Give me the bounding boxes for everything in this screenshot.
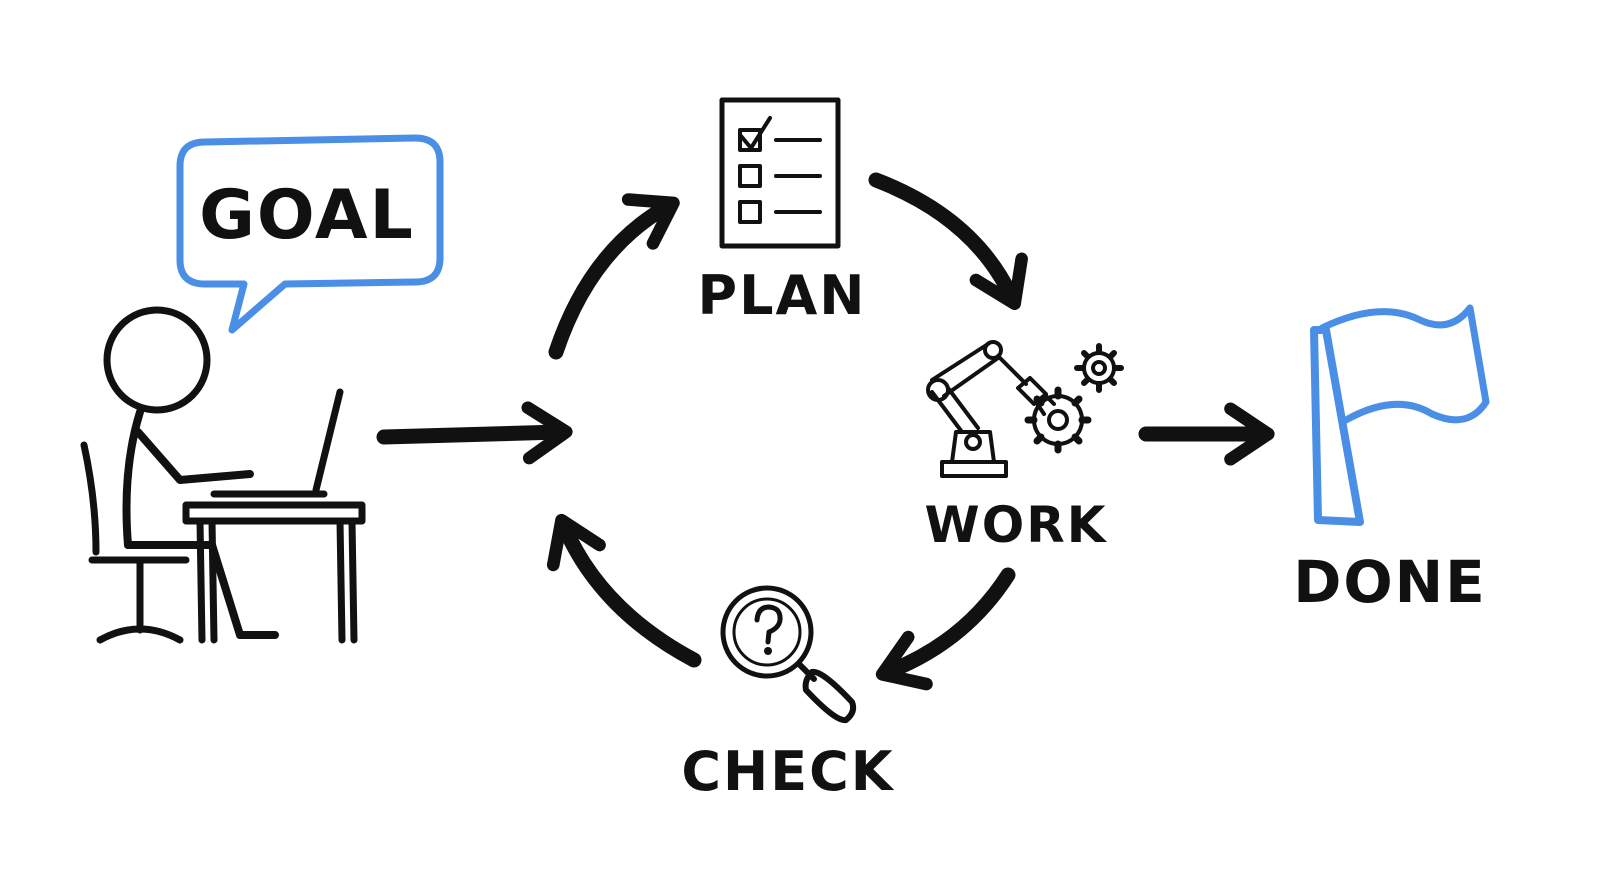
person-head [103, 306, 211, 414]
checkbox-empty [738, 200, 762, 224]
magnifier-lens [720, 585, 814, 679]
gear-icon [1024, 386, 1092, 454]
robot-base [940, 460, 1008, 478]
checkbox-checked [738, 128, 762, 152]
arrow-check-to-plan [548, 193, 680, 360]
desk-legs [196, 517, 358, 644]
robot-pedestal [950, 430, 996, 464]
arrow-work-to-check [875, 567, 1016, 691]
person-arm [134, 428, 254, 484]
checkbox-empty [738, 164, 762, 188]
magnifier-handle [797, 662, 857, 724]
chair-leg [96, 556, 184, 644]
robot-elbow [926, 378, 950, 402]
speech-bubble-icon [176, 134, 444, 334]
check-label: CHECK [681, 740, 894, 803]
person-torso [122, 408, 144, 549]
work-label: WORK [925, 496, 1108, 554]
arrow-to-cycle [376, 401, 573, 465]
done-label: DONE [1293, 548, 1487, 616]
checklist-icon [719, 97, 841, 249]
person-at-laptop-icon [80, 306, 366, 644]
goal-speech-bubble: GOAL [176, 134, 444, 334]
laptop-screen [312, 388, 344, 494]
flag-icon [1310, 304, 1490, 526]
robot-forearm [996, 354, 1028, 386]
arrow-check-loop-up [546, 513, 702, 668]
desk-top [182, 501, 366, 525]
arrow-plan-to-work [868, 172, 1028, 311]
goal-label: GOAL [199, 176, 415, 255]
checkmark-icon [739, 116, 772, 150]
robot-lower-arm [930, 386, 980, 434]
magnifier-inner-ring [732, 597, 802, 667]
question-mark-dot [764, 647, 772, 655]
person-leg [124, 541, 279, 639]
question-mark-icon [754, 604, 783, 645]
robot-shoulder [983, 340, 1003, 360]
robot-joint [964, 433, 982, 451]
chair-back [80, 441, 100, 556]
checklist-paper [719, 97, 841, 249]
robot-arm-gears-icon [926, 340, 1124, 478]
magnifier-question-icon [720, 585, 857, 724]
flag-cloth [1318, 304, 1490, 424]
gear-icon [1074, 343, 1124, 393]
plan-label: PLAN [698, 264, 867, 327]
flag-pole [1310, 326, 1364, 526]
robot-upper-arm [930, 342, 1000, 398]
